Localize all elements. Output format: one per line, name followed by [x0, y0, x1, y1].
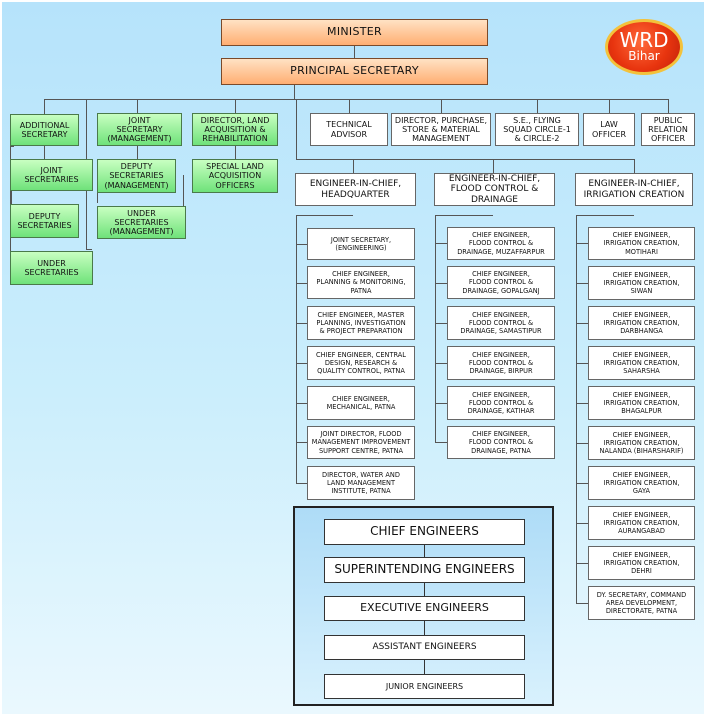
hq-unit-box: JOINT DIRECTOR, FLOOD MANAGEMENT IMPROVE…: [307, 426, 415, 459]
flood-unit-box: CHIEF ENGINEER, FLOOD CONTROL & DRAINAGE…: [447, 306, 555, 340]
director-land-acquisition-box: DIRECTOR, LAND ACQUISITION & REHABILITAT…: [192, 113, 278, 146]
ladder-assistant-engineers: ASSISTANT ENGINEERS: [324, 635, 525, 660]
logo-text-bihar: Bihar: [628, 49, 660, 64]
additional-secretary-box: ADDITIONAL SECRETARY: [10, 114, 79, 146]
wrd-logo: WRD Bihar: [605, 19, 683, 75]
ladder-junior-engineers: JUNIOR ENGINEERS: [324, 674, 525, 699]
eic-irrigation-creation-box: ENGINEER-IN-CHIEF, IRRIGATION CREATION: [575, 173, 693, 206]
irrigation-unit-box: CHIEF ENGINEER, IRRIGATION CREATION, NAL…: [588, 426, 695, 460]
eic-flood-control-box: ENGINEER-IN-CHIEF, FLOOD CONTROL & DRAIN…: [434, 173, 555, 206]
hq-unit-box: JOINT SECRETARY, (ENGINEERING): [307, 228, 415, 260]
irrigation-unit-box: CHIEF ENGINEER, IRRIGATION CREATION, MOT…: [588, 227, 695, 260]
law-officer-box: LAW OFFICER: [583, 113, 635, 146]
deputy-secretaries-management-box: DEPUTY SECRETARIES (MANAGEMENT): [97, 159, 176, 193]
flood-unit-box: CHIEF ENGINEER, FLOOD CONTROL & DRAINAGE…: [447, 227, 555, 260]
hq-unit-box: CHIEF ENGINEER, MECHANICAL, PATNA: [307, 386, 415, 420]
principal-secretary-box: PRINCIPAL SECRETARY: [221, 58, 488, 85]
special-land-acquisition-officers-box: SPECIAL LAND ACQUISITION OFFICERS: [192, 159, 278, 193]
ladder-executive-engineers: EXECUTIVE ENGINEERS: [324, 596, 525, 621]
ladder-superintending-engineers: SUPERINTENDING ENGINEERS: [324, 557, 525, 583]
se-flying-squad-box: S.E., FLYING SQUAD CIRCLE-1 & CIRCLE-2: [495, 113, 579, 146]
technical-advisor-box: TECHNICAL ADVISOR: [310, 113, 388, 146]
joint-secretary-management-box: JOINT SECRETARY (MANAGEMENT): [97, 113, 182, 146]
irrigation-unit-box: CHIEF ENGINEER, IRRIGATION CREATION, DEH…: [588, 546, 695, 580]
hq-unit-box: CHIEF ENGINEER, CENTRAL DESIGN, RESEARCH…: [307, 346, 415, 380]
flood-unit-box: CHIEF ENGINEER, FLOOD CONTROL & DRAINAGE…: [447, 386, 555, 420]
hq-unit-box: CHIEF ENGINEER, PLANNING & MONITORING, P…: [307, 266, 415, 299]
under-secretaries-box: UNDER SECRETARIES: [10, 251, 93, 285]
irrigation-unit-box: DY. SECRETARY, COMMAND AREA DEVELOPMENT,…: [588, 586, 695, 620]
irrigation-unit-box: CHIEF ENGINEER, IRRIGATION CREATION, SIW…: [588, 266, 695, 300]
hq-unit-box: CHIEF ENGINEER, MASTER PLANNING, INVESTI…: [307, 306, 415, 340]
public-relation-officer-box: PUBLIC RELATION OFFICER: [641, 113, 695, 146]
irrigation-unit-box: CHIEF ENGINEER, IRRIGATION CREATION, BHA…: [588, 386, 695, 420]
under-secretaries-management-box: UNDER SECRETARIES (MANAGEMENT): [97, 206, 186, 239]
minister-box: MINISTER: [221, 19, 488, 46]
eic-headquarter-box: ENGINEER-IN-CHIEF, HEADQUARTER: [295, 173, 416, 206]
joint-secretaries-box: JOINT SECRETARIES: [10, 159, 93, 191]
irrigation-unit-box: CHIEF ENGINEER, IRRIGATION CREATION, DAR…: [588, 306, 695, 340]
flood-unit-box: CHIEF ENGINEER, FLOOD CONTROL & DRAINAGE…: [447, 426, 555, 459]
irrigation-unit-box: CHIEF ENGINEER, IRRIGATION CREATION, GAY…: [588, 466, 695, 500]
ladder-chief-engineers: CHIEF ENGINEERS: [324, 519, 525, 545]
irrigation-unit-box: CHIEF ENGINEER, IRRIGATION CREATION, AUR…: [588, 506, 695, 540]
flood-unit-box: CHIEF ENGINEER, FLOOD CONTROL & DRAINAGE…: [447, 266, 555, 299]
hq-unit-box: DIRECTOR, WATER AND LAND MANAGEMENT INST…: [307, 466, 415, 500]
flood-unit-box: CHIEF ENGINEER, FLOOD CONTROL & DRAINAGE…: [447, 346, 555, 380]
director-purchase-box: DIRECTOR, PURCHASE, STORE & MATERIAL MAN…: [391, 113, 491, 146]
deputy-secretaries-box: DEPUTY SECRETARIES: [10, 204, 79, 238]
logo-text-wrd: WRD: [619, 28, 669, 53]
irrigation-unit-box: CHIEF ENGINEER, IRRIGATION CREATION, SAH…: [588, 346, 695, 380]
